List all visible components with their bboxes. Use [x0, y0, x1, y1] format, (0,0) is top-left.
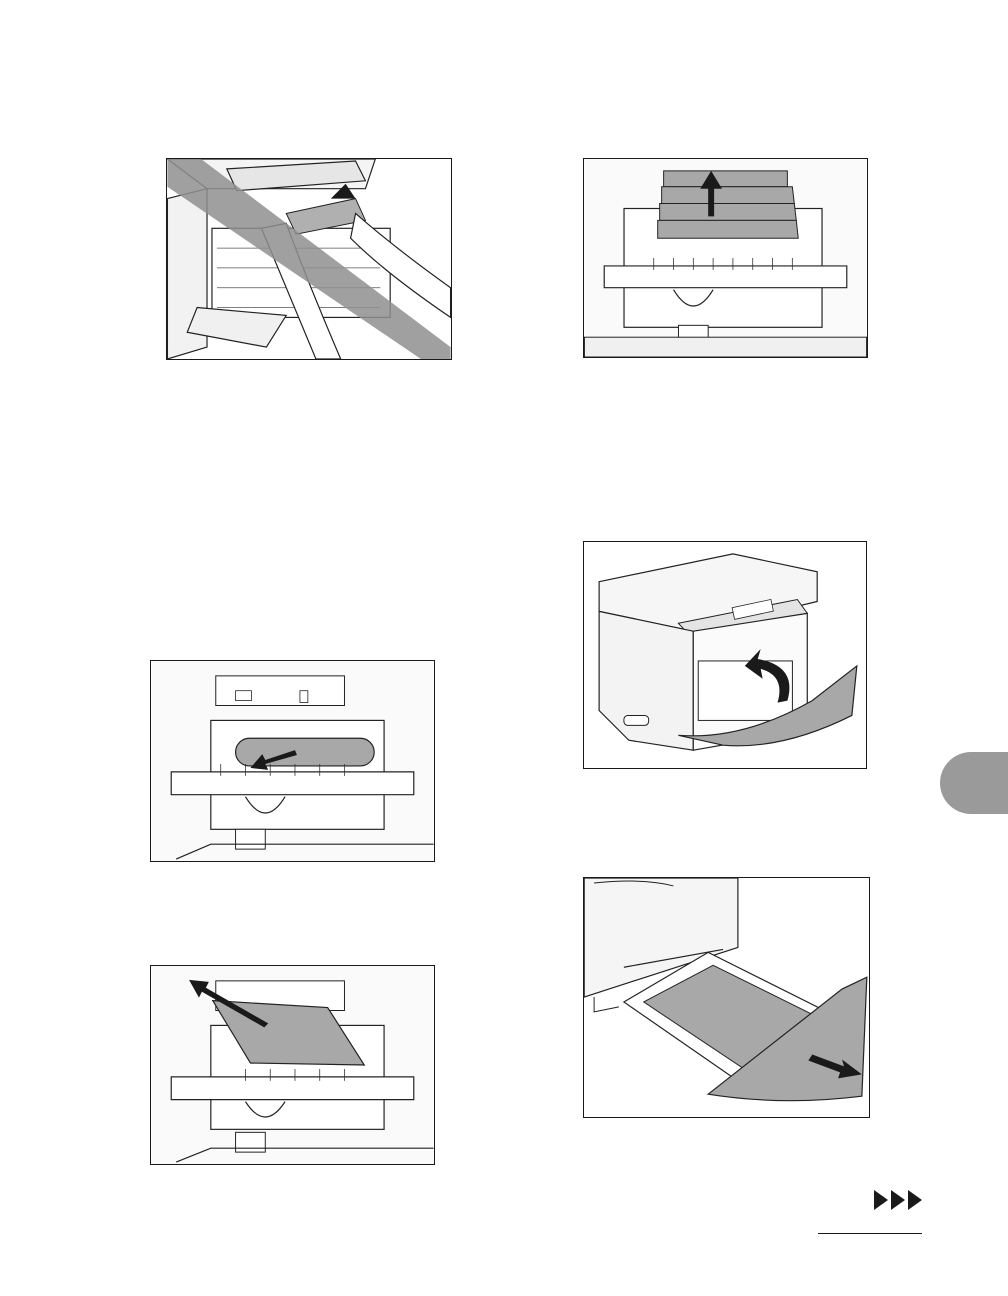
illustration-incorrect-removal: [166, 158, 452, 360]
illustration-pull-paper-roll: [150, 660, 435, 862]
illustration-pull-out-cassette: [583, 877, 870, 1118]
illustration-close-front-cover: [583, 541, 867, 769]
continue-arrows-icon: [874, 1188, 924, 1212]
printer-rear-paper-drawing: [584, 159, 867, 357]
illustration-pull-paper-up: [583, 158, 868, 358]
section-tab: [940, 752, 1008, 814]
illustration-pull-paper-sheet: [150, 965, 435, 1165]
footer-rule: [818, 1233, 922, 1234]
printer-open-hands-drawing: [167, 159, 451, 359]
printer-front-cover-drawing: [584, 542, 866, 768]
printer-rear-roll-drawing: [151, 661, 434, 861]
paper-cassette-drawing: [584, 878, 869, 1117]
printer-rear-sheet-drawing: [151, 966, 434, 1164]
